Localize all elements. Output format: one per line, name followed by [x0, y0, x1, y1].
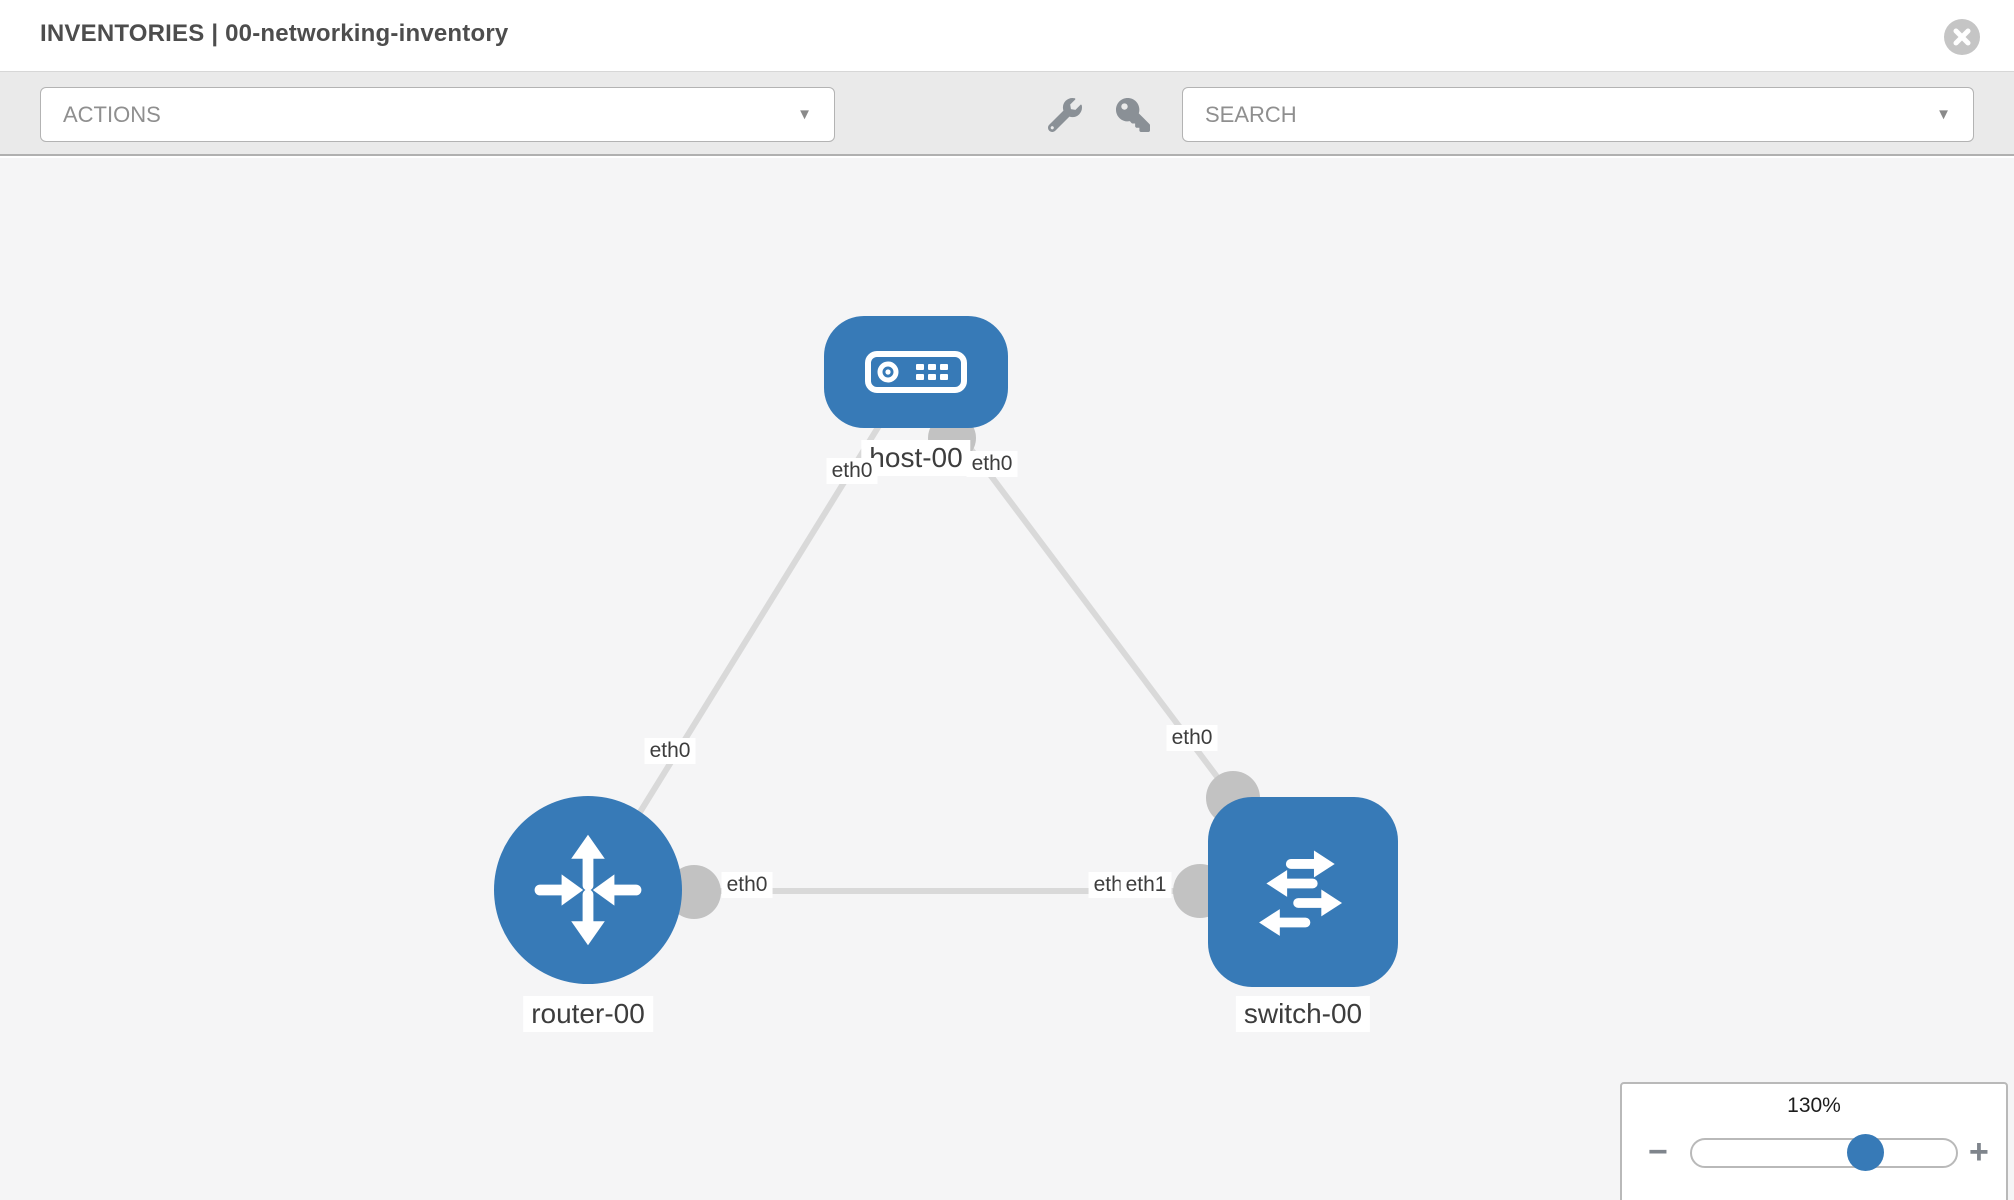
switch-icon [1259, 850, 1343, 936]
search-dropdown-label: SEARCH [1205, 101, 1297, 127]
page-title: INVENTORIES | 00-networking-inventory [40, 20, 509, 47]
interface-label-switch-upper: eth0 [1166, 725, 1218, 751]
router-icon [534, 834, 642, 946]
zoom-percentage: 130% [1787, 1094, 1841, 1117]
node-label-router: router-00 [523, 996, 653, 1032]
node-host-00[interactable] [824, 316, 1008, 428]
topology-canvas[interactable]: host-00 router-00 switch-00 eth0 eth0 et… [0, 158, 2014, 1200]
chevron-down-icon: ▼ [797, 106, 812, 123]
topology-edges [587, 406, 1260, 919]
host-icon [865, 351, 967, 393]
interface-label-bottom-right-eth1: eth1 [1120, 872, 1172, 898]
node-label-switch: switch-00 [1235, 996, 1371, 1032]
close-icon[interactable] [1944, 19, 1980, 55]
interface-label-router-upper: eth0 [644, 738, 696, 764]
chevron-down-icon: ▼ [1936, 106, 1951, 123]
node-router-00[interactable] [494, 796, 682, 984]
zoom-control-panel: 130% − + [1620, 1082, 2008, 1200]
search-dropdown[interactable]: SEARCH ▼ [1182, 87, 1974, 142]
interface-label-bottom-left: eth0 [721, 872, 773, 898]
key-icon[interactable] [1116, 98, 1150, 132]
node-label-host: host-00 [861, 440, 971, 476]
actions-dropdown-label: ACTIONS [63, 101, 161, 127]
toolbar: ACTIONS ▼ SEARCH ▼ [0, 72, 2014, 156]
node-switch-00[interactable] [1208, 797, 1398, 987]
page-header: INVENTORIES | 00-networking-inventory [0, 0, 2014, 72]
interface-label-host-right: eth0 [966, 451, 1018, 477]
zoom-in-button[interactable]: + [1969, 1133, 1989, 1171]
zoom-out-button[interactable]: − [1648, 1133, 1668, 1171]
actions-dropdown[interactable]: ACTIONS ▼ [40, 87, 835, 142]
wrench-icon[interactable] [1047, 98, 1082, 133]
zoom-slider-thumb[interactable] [1847, 1134, 1884, 1171]
interface-label-host-left: eth0 [826, 458, 878, 484]
zoom-slider-track[interactable] [1690, 1138, 1958, 1168]
